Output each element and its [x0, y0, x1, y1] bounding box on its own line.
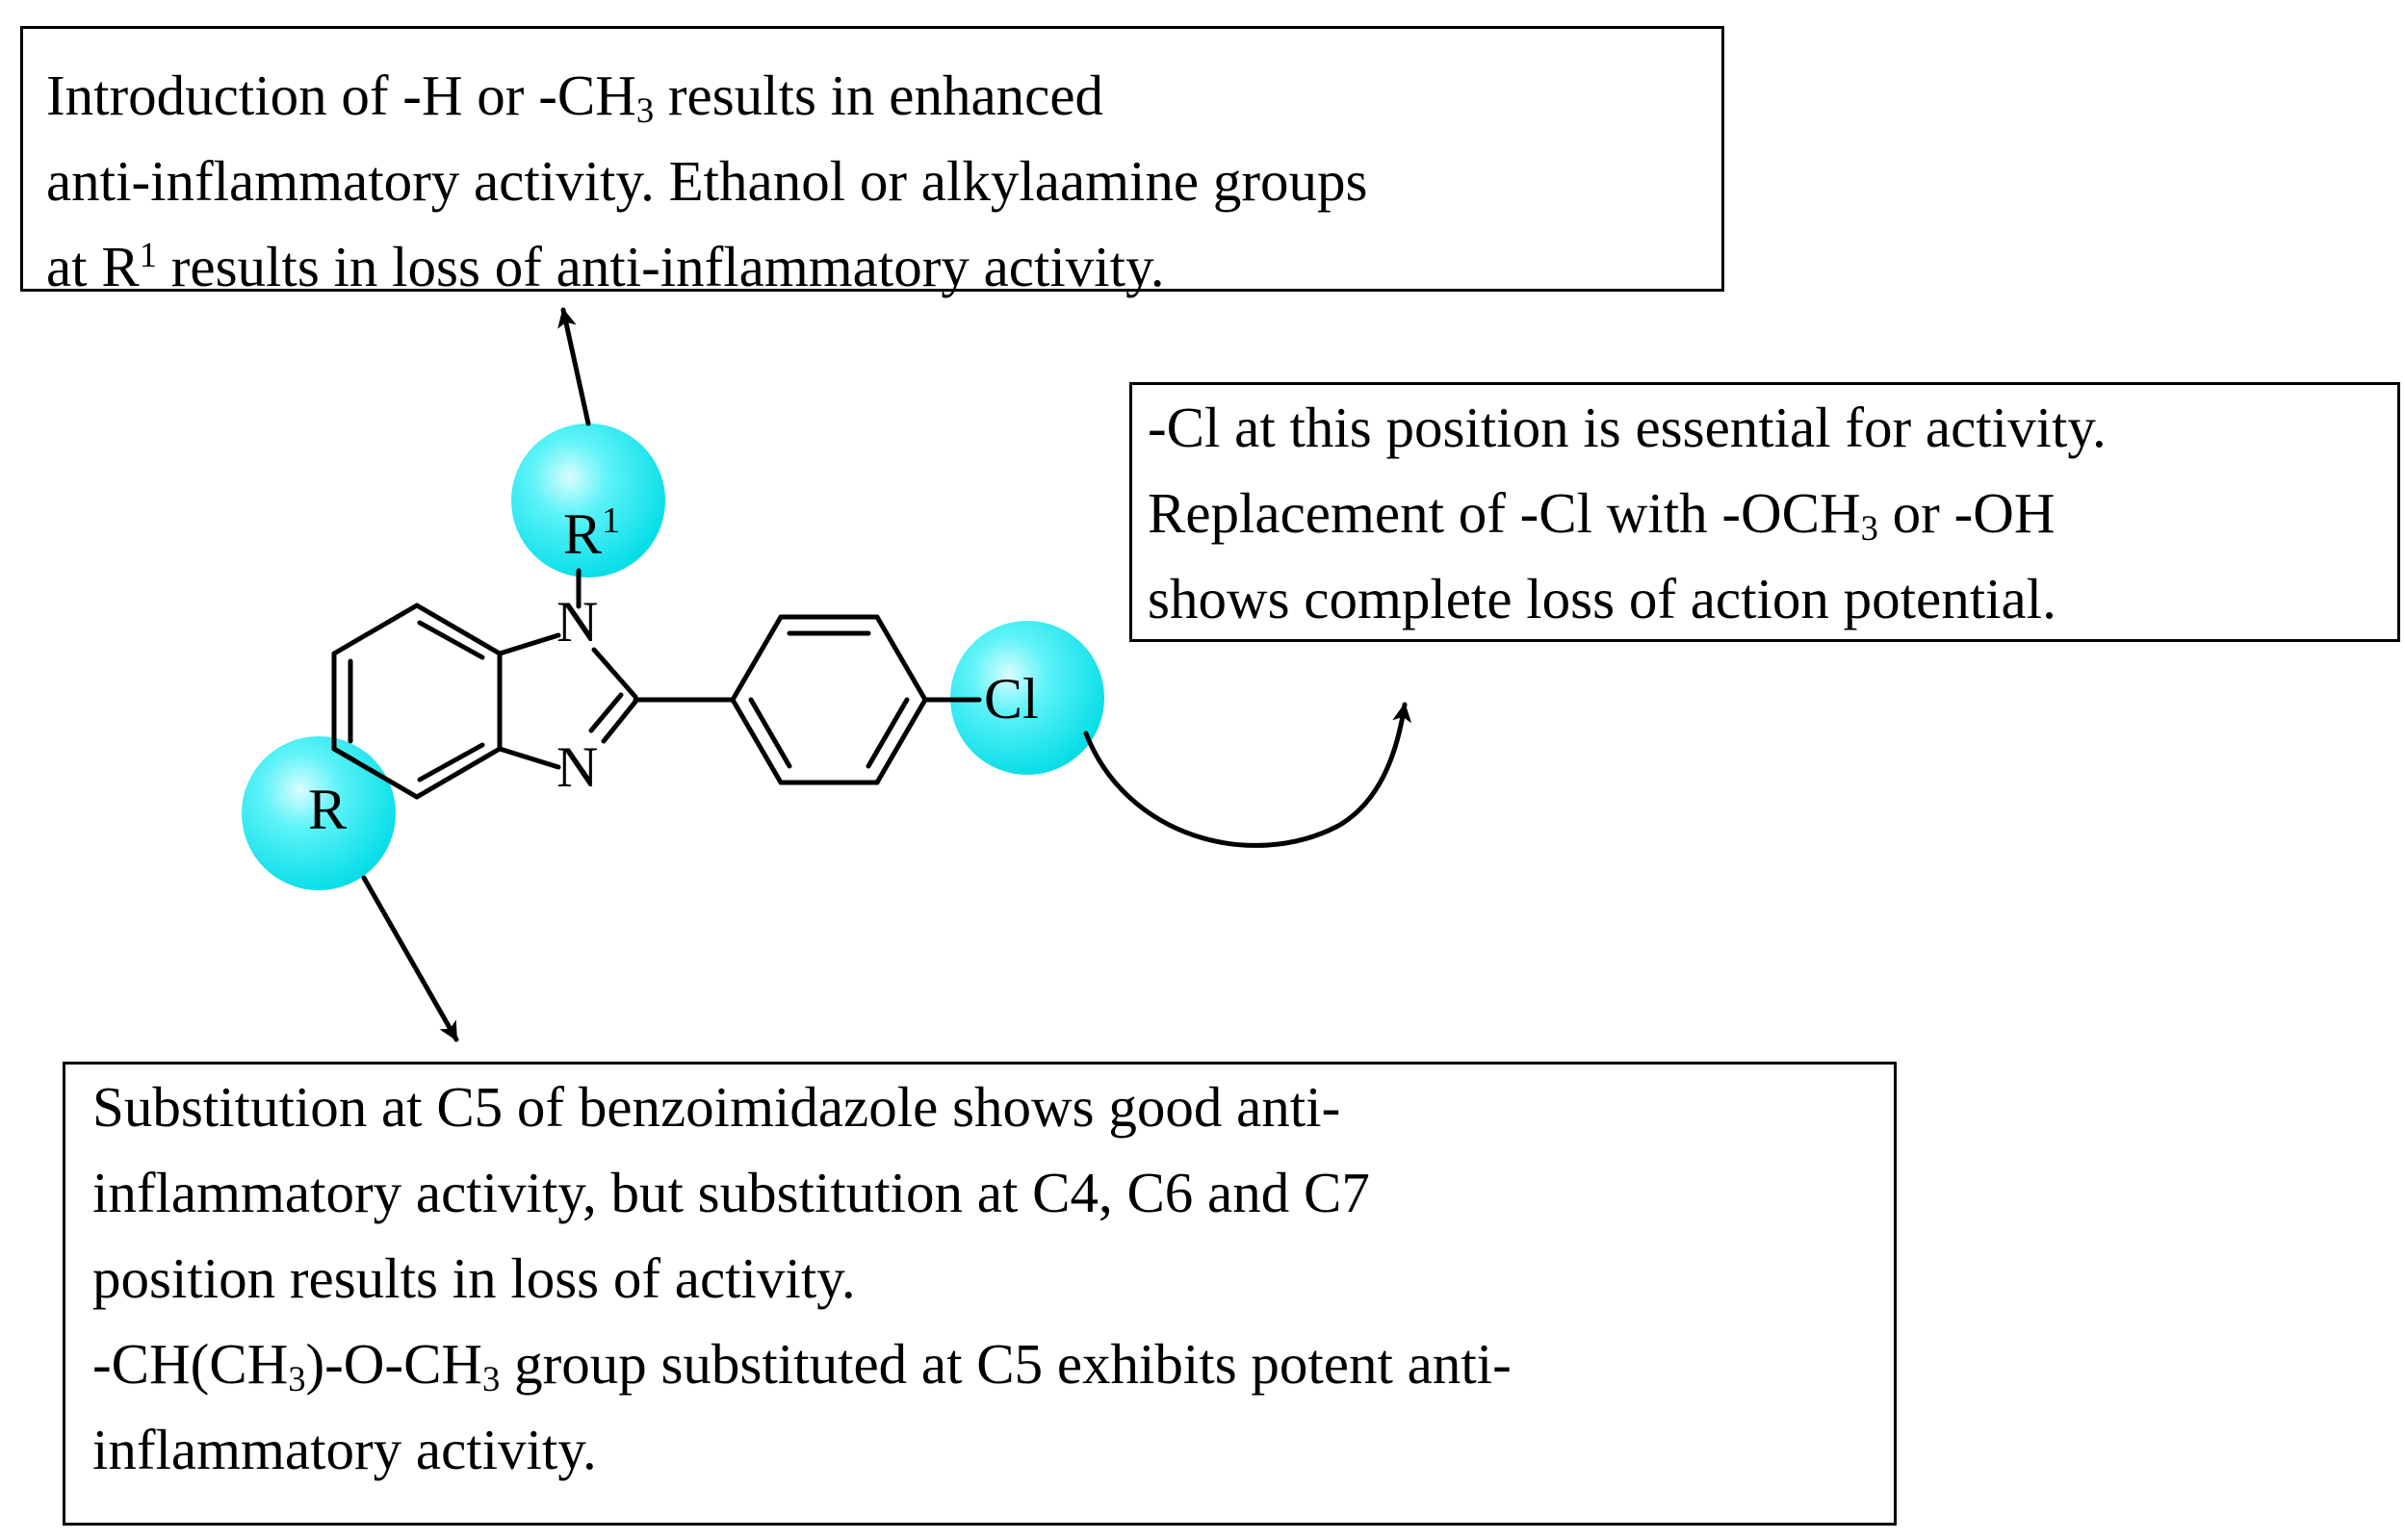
bond-c2-n3-double	[588, 692, 624, 733]
bond-c7-c6	[331, 603, 420, 656]
r-highlight-circle	[242, 736, 396, 890]
r-annotation-line-4: -CH(CH3)-O-CH3 group substituted at C5 e…	[92, 1332, 1512, 1399]
r-annotation-line-2: inflammatory activity, but substitution …	[92, 1161, 1370, 1224]
r1-highlight-circle	[511, 424, 665, 578]
r-label: R	[308, 778, 347, 841]
cl-annotation-line-1: -Cl at this position is essential for ac…	[1148, 396, 2107, 459]
bond-c7a-n1	[497, 632, 561, 656]
r1-annotation-line-3: at R1 results in loss of anti-inflammato…	[46, 234, 1165, 298]
r-annotation-line-1: Substitution at C5 of benzoimidazole sho…	[92, 1075, 1341, 1139]
bond-n3-c3a	[497, 746, 561, 770]
arrow-cl-to-box	[1083, 702, 1412, 848]
bond-ph-1	[730, 614, 784, 703]
cl-annotation-line-3: shows complete loss of action potential.	[1148, 567, 2056, 630]
n3-label: N	[556, 735, 598, 799]
r1-annotation-box: Introduction of -H or -CH3 results in en…	[20, 26, 1724, 298]
r1-annotation-line-1: Introduction of -H or -CH3 results in en…	[46, 64, 1104, 131]
r1-annotation-line-2: anti-inflammatory activity. Ethanol or a…	[46, 149, 1368, 213]
r-annotation-line-5: inflammatory activity.	[92, 1418, 597, 1481]
bond-ph-inner-2	[866, 697, 910, 769]
cl-highlight-circle	[950, 621, 1104, 775]
cl-annotation-box: -Cl at this position is essential for ac…	[1129, 382, 2400, 642]
bond-c2-n3	[601, 699, 638, 744]
arrow-r1-to-box	[557, 307, 591, 426]
bond-c7a-c7	[414, 603, 503, 656]
arrow-r-to-box	[361, 875, 459, 1042]
bond-ph-4	[874, 697, 928, 785]
cl-label: Cl	[984, 667, 1039, 731]
bond-ph-6	[730, 697, 784, 785]
r-annotation-box: Substitution at C5 of benzoimidazole sho…	[63, 1062, 1897, 1526]
bond-ph-inner-3	[748, 697, 792, 769]
bond-n1-c2	[591, 647, 638, 700]
bond-c4-c3a	[414, 746, 503, 800]
n1-label: N	[556, 590, 598, 654]
r-annotation-line-3: position results in loss of activity.	[92, 1246, 856, 1310]
bond-ph-3	[874, 614, 928, 703]
bond-inner-1	[417, 620, 485, 660]
cl-annotation-line-2: Replacement of -Cl with -OCH3 or -OH	[1148, 481, 2056, 549]
r1-label: R1	[563, 500, 620, 566]
bond-c5-r	[331, 746, 357, 763]
bond-inner-3	[417, 742, 485, 783]
